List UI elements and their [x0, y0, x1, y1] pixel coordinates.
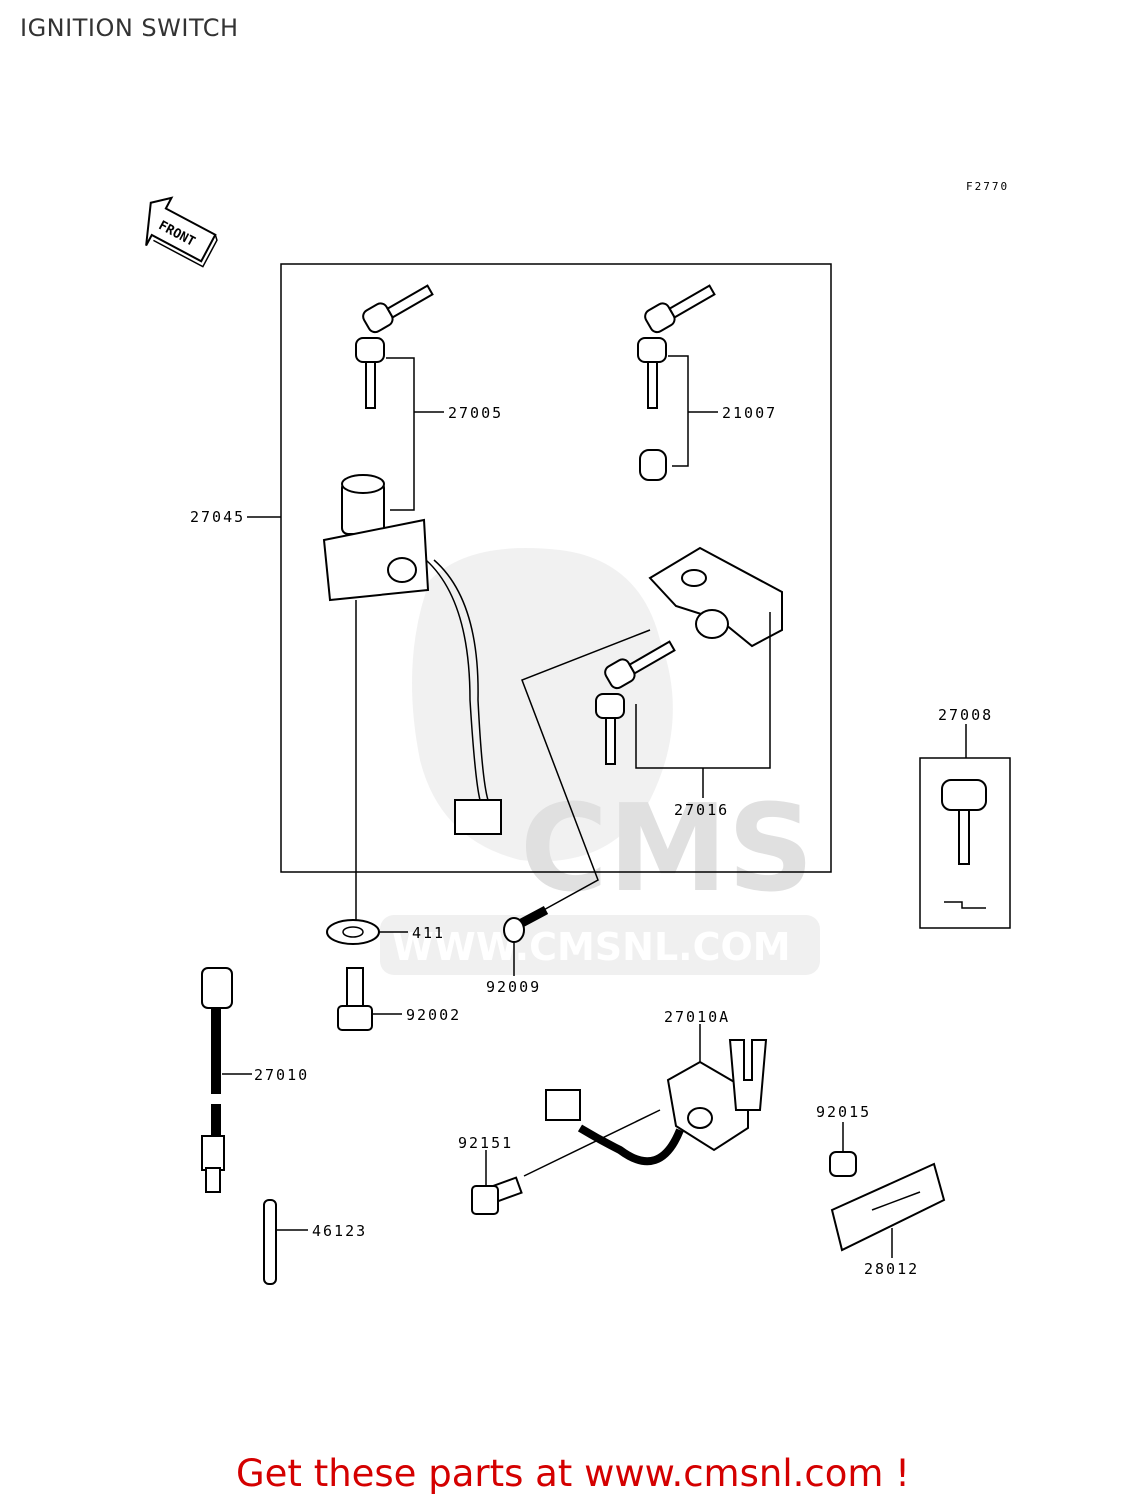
page-title: IGNITION SWITCH	[20, 14, 239, 42]
part-label-92015: 92015	[816, 1103, 871, 1121]
part-label-92009: 92009	[486, 978, 541, 996]
key-blank-box	[919, 757, 1011, 929]
part-label-27008: 27008	[938, 706, 993, 724]
sensor-27010	[201, 967, 233, 1193]
part-label-27010A: 27010A	[664, 1008, 730, 1026]
part-label-27045: 27045	[190, 508, 245, 526]
ignition-switch-27045	[322, 474, 502, 835]
assembly-frame	[280, 263, 832, 873]
bolt-92151	[471, 1176, 523, 1215]
switch-27010A	[545, 1039, 768, 1166]
watermark-url: WWW.CMSNL.COM	[392, 925, 791, 969]
part-label-411: 411	[412, 924, 445, 942]
part-label-46123: 46123	[312, 1222, 367, 1240]
key-set-27005	[355, 284, 434, 409]
nut-92015	[829, 1151, 857, 1177]
washer-411	[326, 919, 380, 945]
label-28012	[830, 1162, 946, 1252]
part-label-21007: 21007	[722, 404, 777, 422]
part-label-27016: 27016	[674, 801, 729, 819]
part-label-92151: 92151	[458, 1134, 513, 1152]
part-label-28012: 28012	[864, 1260, 919, 1278]
key-blank-27008	[941, 779, 987, 909]
figure-code: F2770	[966, 180, 1009, 193]
front-arrow: FRONT	[145, 196, 218, 268]
pin-46123	[263, 1199, 277, 1285]
part-label-27010: 27010	[254, 1066, 309, 1084]
key-set-21007	[637, 284, 716, 481]
seat-lock-27016	[595, 546, 783, 765]
part-label-27005: 27005	[448, 404, 503, 422]
footer-link-text[interactable]: Get these parts at www.cmsnl.com !	[235, 1452, 910, 1495]
part-label-92002: 92002	[406, 1006, 461, 1024]
bolt-92002	[337, 967, 373, 1031]
